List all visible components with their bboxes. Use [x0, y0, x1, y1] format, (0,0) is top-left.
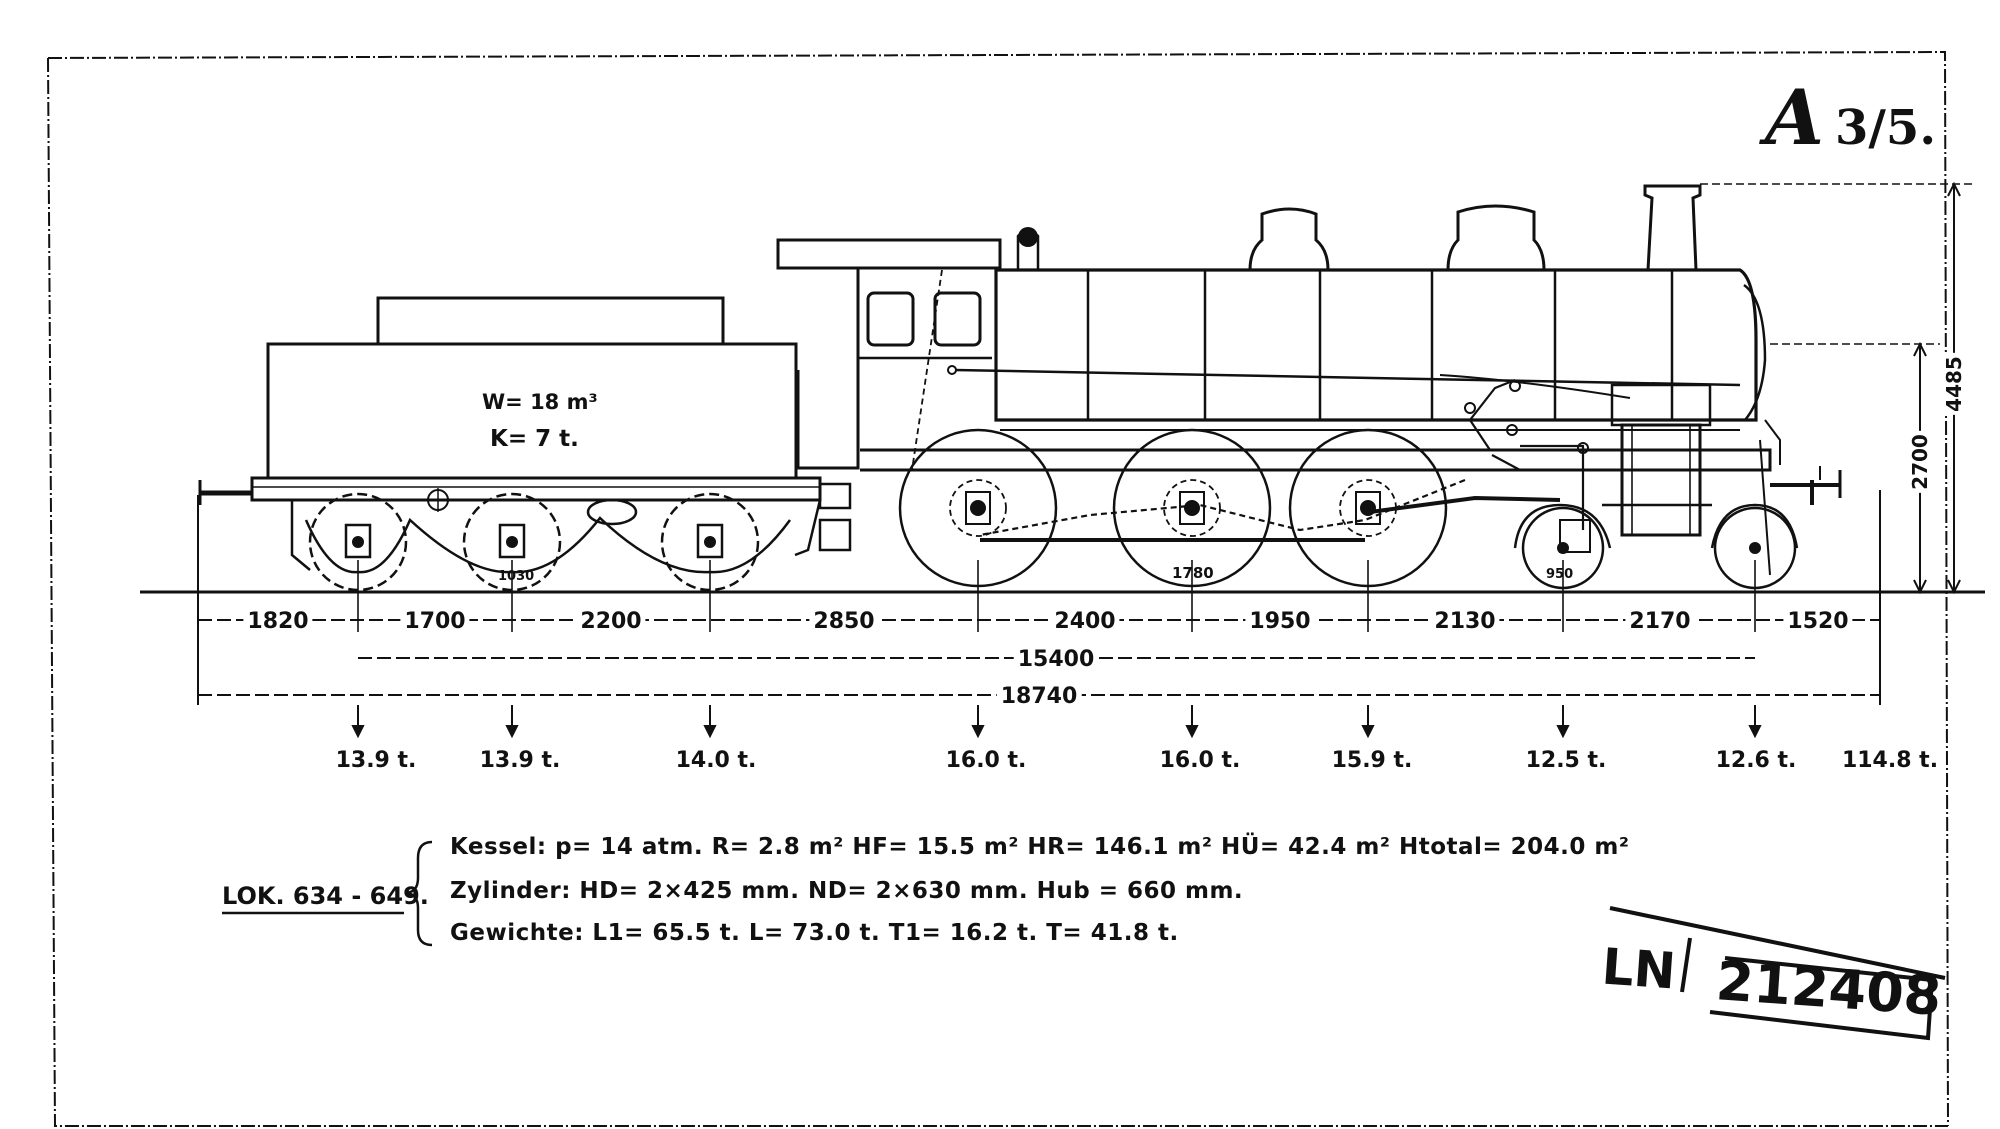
spacing-dimension: 1820 — [243, 611, 313, 633]
load-arrow-head — [1556, 725, 1570, 739]
axle-load: 14.0 t. — [675, 748, 757, 773]
spacing-dimension: 1700 — [400, 611, 470, 633]
archive-stamp-prefix: LN — [1600, 937, 1678, 1001]
boiler-axis-height-label: 2700 — [1908, 431, 1932, 493]
axle-load: 16.0 t. — [1159, 748, 1241, 773]
dimension-ticks — [197, 560, 1881, 632]
axle-load: 15.9 t. — [1331, 748, 1413, 773]
load-arrow-head — [1748, 725, 1762, 739]
axle-load: 13.9 t. — [479, 748, 561, 773]
driving-wheel-diameter: 1780 — [1172, 564, 1214, 582]
axle-load: 12.6 t. — [1715, 748, 1797, 773]
total-height-label: 4485 — [1942, 353, 1966, 415]
load-arrow-head — [1185, 725, 1199, 739]
axle-load: 16.0 t. — [945, 748, 1027, 773]
tender-coal-capacity: K= 7 t. — [490, 426, 579, 452]
weight-specs: Gewichte: L1= 65.5 t. L= 73.0 t. T1= 16.… — [450, 920, 1179, 946]
overall-length-dimension: 18740 — [996, 686, 1082, 708]
load-arrow-head — [971, 725, 985, 739]
class-mark: A — [1765, 73, 1824, 162]
class-fraction: 3/5. — [1835, 100, 1937, 156]
total-weight: 114.8 t. — [1841, 748, 1939, 773]
axle-load: 12.5 t. — [1525, 748, 1607, 773]
load-arrow-head — [351, 725, 365, 739]
wheelbase-dimension: 15400 — [1013, 649, 1099, 671]
spacing-dimension: 2200 — [576, 611, 646, 633]
load-arrows — [351, 705, 1762, 739]
load-arrow-head — [505, 725, 519, 739]
tender-wheel-diameter: 1030 — [498, 569, 535, 584]
cylinder-specs: Zylinder: HD= 2×425 mm. ND= 2×630 mm. Hu… — [450, 878, 1244, 904]
boiler-specs: Kessel: p= 14 atm. R= 2.8 m² HF= 15.5 m²… — [450, 834, 1630, 860]
spacing-dimension: 2400 — [1050, 611, 1120, 633]
locomotive-numbers: LOK. 634 - 649. — [222, 882, 429, 910]
archive-stamp-number: 212408 — [1714, 949, 1944, 1028]
load-arrow-head — [703, 725, 717, 739]
tender-water-capacity: W= 18 m³ — [482, 390, 598, 414]
bogie-wheel-diameter: 950 — [1546, 567, 1574, 582]
spacing-dimension: 2850 — [809, 611, 879, 633]
spacing-dimension: 2130 — [1430, 611, 1500, 633]
axle-load: 13.9 t. — [335, 748, 417, 773]
spacing-dimension: 1520 — [1783, 611, 1853, 633]
spacing-dimension: 1950 — [1245, 611, 1315, 633]
load-arrow-head — [1361, 725, 1375, 739]
spacing-dimension: 2170 — [1625, 611, 1695, 633]
